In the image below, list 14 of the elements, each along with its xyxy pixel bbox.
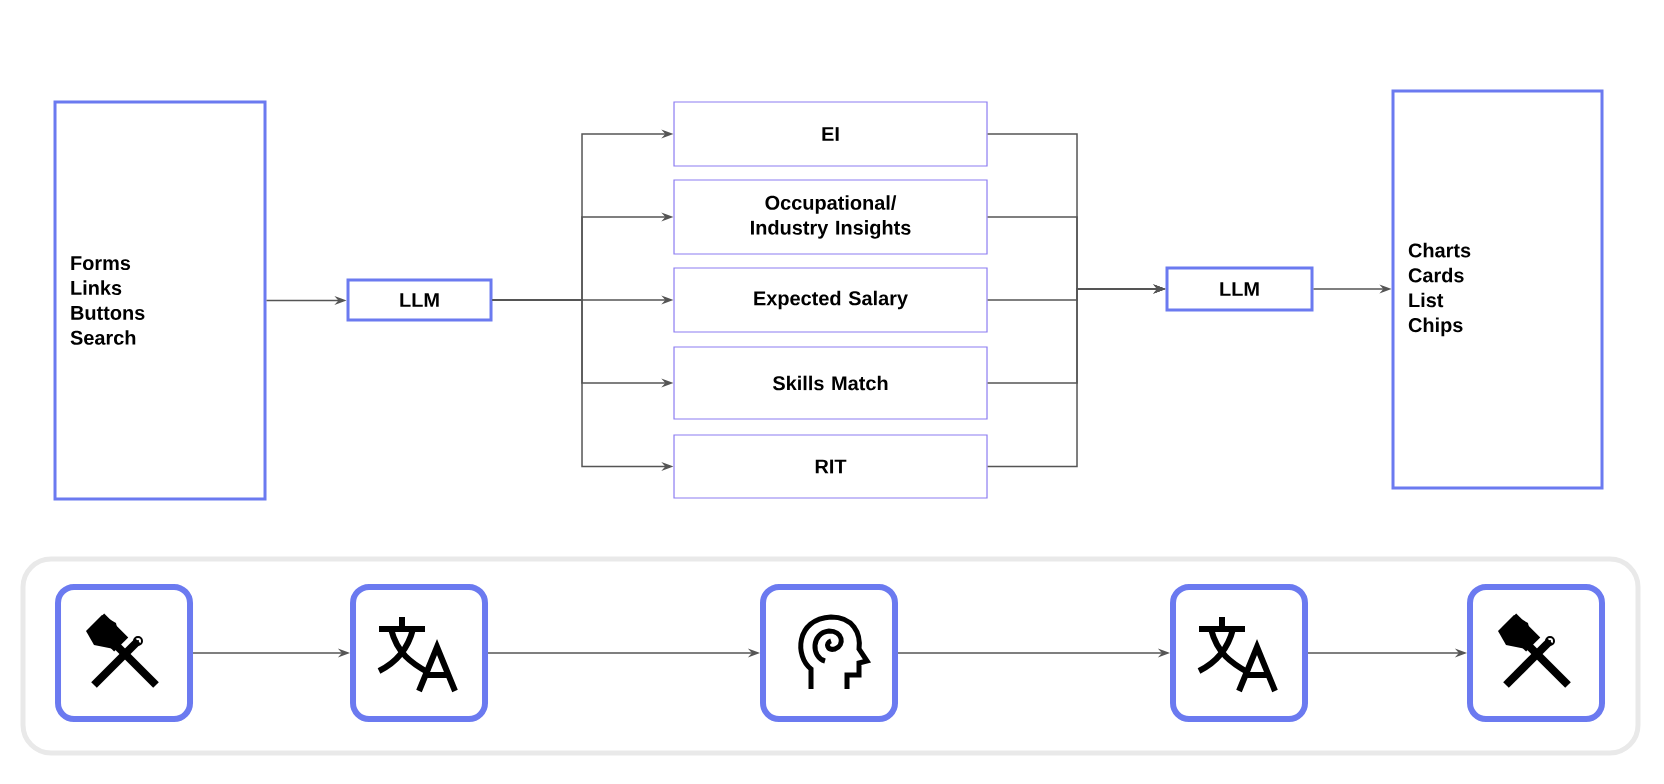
process-box: RIT (673, 434, 988, 499)
list-box: Forms Links Buttons Search (53, 100, 267, 501)
process-box: LLM (1165, 266, 1314, 312)
icon-tile (1467, 584, 1605, 722)
process-box: LLM (346, 278, 493, 322)
process-box: Occupational/ Industry Insights (673, 179, 988, 255)
icon-tile (55, 584, 193, 722)
icon-tile (350, 584, 488, 722)
process-box: Skills Match (673, 346, 988, 420)
process-box: EI (673, 101, 988, 167)
list-box: Charts Cards List Chips (1391, 89, 1604, 490)
icon-tile (760, 584, 898, 722)
icon-tile (1170, 584, 1308, 722)
process-box: Expected Salary (673, 267, 988, 333)
